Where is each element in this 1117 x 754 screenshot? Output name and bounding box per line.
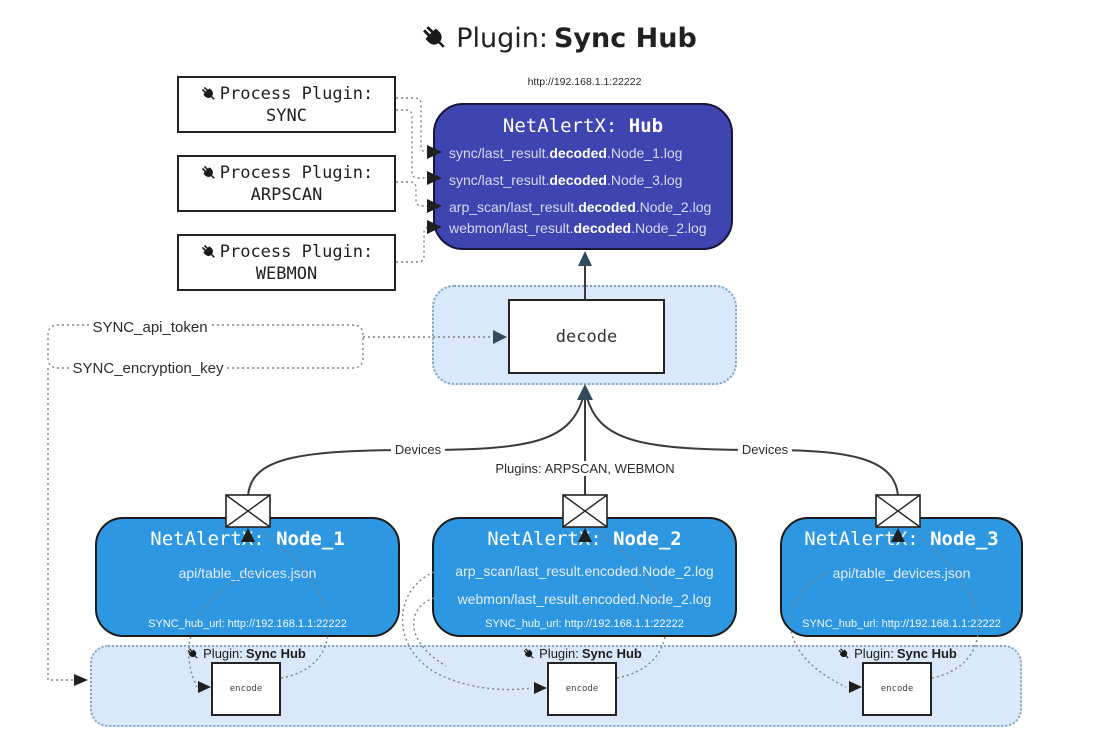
encoder-plugin-label: Plugin: Sync Hub <box>522 646 642 661</box>
page-title-prefix: Plugin: <box>456 22 548 54</box>
plug-icon <box>186 647 200 661</box>
plug-icon <box>837 647 851 661</box>
encode-label: encode <box>229 684 263 694</box>
node-title: NetAlertX: Node_3 <box>804 528 999 550</box>
node-1-box[interactable]: NetAlertX: Node_1 api/table_devices.json… <box>95 517 400 637</box>
process-plugin-name: SYNC <box>266 105 307 126</box>
hub-log-line: sync/last_result.decoded.Node_3.log <box>449 172 683 188</box>
hub-title-prefix: NetAlertX: <box>502 115 629 137</box>
sync-api-token-label: SYNC_api_token <box>89 319 211 336</box>
page-title-bold: Sync Hub <box>553 22 697 54</box>
node-hub-url: SYNC_hub_url: http://192.168.1.1:22222 <box>802 618 1001 630</box>
process-plugin-label: Process Plugin: <box>219 162 374 183</box>
node-file-line: webmon/last_result.encoded.Node_2.log <box>457 591 712 607</box>
page-title: Plugin: Sync Hub <box>0 16 1117 60</box>
hub-box[interactable]: NetAlertX: Hub sync/last_result.decoded.… <box>433 103 733 250</box>
node-hub-url: SYNC_hub_url: http://192.168.1.1:22222 <box>485 618 684 630</box>
plug-icon <box>522 647 536 661</box>
edge-label-devices-left: Devices <box>390 442 446 457</box>
node-title: NetAlertX: Node_1 <box>150 528 345 550</box>
node-file-line: arp_scan/last_result.encoded.Node_2.log <box>455 563 714 579</box>
process-plugin-connectors <box>396 97 433 263</box>
plug-icon <box>200 164 218 182</box>
process-plugin-sync[interactable]: Process Plugin: SYNC <box>177 76 396 133</box>
node-to-decode-edges <box>247 384 899 498</box>
node-hub-url: SYNC_hub_url: http://192.168.1.1:22222 <box>148 618 347 630</box>
process-plugin-label: Process Plugin: <box>219 83 374 104</box>
plug-icon <box>420 23 450 53</box>
hub-log-line: sync/last_result.decoded.Node_1.log <box>449 145 683 161</box>
plug-icon <box>200 243 218 261</box>
node-2-box[interactable]: NetAlertX: Node_2 arp_scan/last_result.e… <box>432 517 737 637</box>
decode-label: decode <box>555 326 618 347</box>
encode-box-1[interactable]: encode <box>211 662 281 716</box>
process-plugin-name: ARPSCAN <box>250 184 323 205</box>
encoder-plugin-label: Plugin: Sync Hub <box>186 646 306 661</box>
encode-label: encode <box>880 684 914 694</box>
process-plugin-name: WEBMON <box>255 263 318 284</box>
node-file-line: api/table_devices.json <box>178 565 317 581</box>
decode-box[interactable]: decode <box>508 299 665 374</box>
plug-icon <box>200 85 218 103</box>
hub-log-line: webmon/last_result.decoded.Node_2.log <box>449 220 707 236</box>
hub-title: NetAlertX: Hub <box>435 115 731 137</box>
hub-title-bold: Hub <box>628 115 664 137</box>
process-plugin-webmon[interactable]: Process Plugin: WEBMON <box>177 234 396 291</box>
encoder-plugin-label: Plugin: Sync Hub <box>837 646 957 661</box>
process-plugin-arpscan[interactable]: Process Plugin: ARPSCAN <box>177 155 396 212</box>
hub-log-line: arp_scan/last_result.decoded.Node_2.log <box>449 199 712 215</box>
encode-box-3[interactable]: encode <box>862 662 932 716</box>
node-file-line: api/table_devices.json <box>832 565 971 581</box>
encode-label: encode <box>565 684 599 694</box>
edge-label-devices-right: Devices <box>737 442 793 457</box>
node-3-box[interactable]: NetAlertX: Node_3 api/table_devices.json… <box>780 517 1023 637</box>
encode-box-2[interactable]: encode <box>547 662 617 716</box>
process-plugin-label: Process Plugin: <box>219 241 374 262</box>
edge-label-plugins-mid: Plugins: ARPSCAN, WEBMON <box>491 461 679 476</box>
sync-encryption-key-label: SYNC_encryption_key <box>69 360 227 377</box>
node-title: NetAlertX: Node_2 <box>487 528 682 550</box>
hub-url-label: http://192.168.1.1:22222 <box>527 76 642 88</box>
